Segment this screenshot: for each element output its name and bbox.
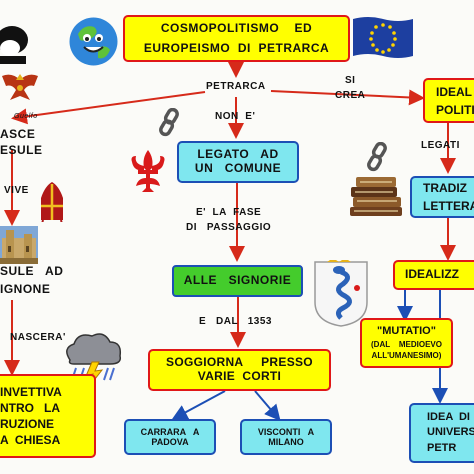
title-line-2: EUROPEISMO DI PETRARCA <box>143 40 330 55</box>
label-e-dal-1353: E DAL 1353 <box>199 316 272 327</box>
carrara-padova-text: CARRARA A PADOVA <box>140 426 200 447</box>
guelph-eagle-crest-icon <box>2 74 38 100</box>
label-e-la-fase: E' LA FASE DI PASSAGGIO <box>186 207 272 233</box>
invettiva-box: INVETTIVA NTRO LA RUZIONE A CHIESA <box>0 374 96 458</box>
idea-universale-box: IDEA DI UNIVERS PETR <box>409 403 474 463</box>
alle-signorie-text: ALLE SIGNORIE <box>183 273 292 288</box>
tradizione-letteraria-text: TRADIZ LETTERA <box>423 181 474 213</box>
ideali-politici-text: IDEAL POLITI <box>436 84 474 117</box>
title-box: COSMOPOLITISMO ED EUROPEISMO DI PETRARCA <box>123 15 350 62</box>
label-nascera: NASCERA' <box>10 332 66 343</box>
portrait-silhouette-icon <box>0 26 28 64</box>
mutatio-subtitle: (DAL MEDIOEVO ALL'UMANESIMO) <box>371 340 442 360</box>
label-nasce: ASCE <box>0 127 36 141</box>
label-esule: ESULE <box>0 143 43 157</box>
chain-link-icon <box>159 108 179 137</box>
label-petrarca: PETRARCA <box>206 81 266 92</box>
visconti-serpent-crest-icon <box>314 260 368 327</box>
label-legati: LEGATI <box>421 140 460 151</box>
label-esule-ad-avignone: SULE AD IGNONE <box>0 264 64 296</box>
eu-flag-icon <box>353 17 413 58</box>
soggiorna-box: SOGGIORNA PRESSO VARIE CORTI <box>148 349 331 391</box>
chain-link-icon <box>367 142 387 172</box>
idealizzazione-box: IDEALIZZ <box>393 260 474 290</box>
guelfo-caption: Guelfo <box>14 113 38 120</box>
mutatio-title: "MUTATIO" <box>377 324 436 337</box>
mitre-icon <box>41 182 63 222</box>
idea-universale-text: IDEA DI UNIVERS PETR <box>427 410 474 454</box>
mutatio-box: "MUTATIO" (DAL MEDIOEVO ALL'UMANESIMO) <box>360 318 453 368</box>
legato-comune-box: LEGATO AD UN COMUNE <box>177 141 299 183</box>
label-si-crea: SI CREA <box>335 75 366 101</box>
visconti-milano-box: VISCONTI A MILANO <box>240 419 332 455</box>
soggiorna-text: SOGGIORNA PRESSO VARIE CORTI <box>166 355 313 383</box>
invettiva-text: INVETTIVA NTRO LA RUZIONE A CHIESA <box>0 384 62 448</box>
title-line-1: COSMOPOLITISMO ED <box>160 20 313 35</box>
legato-comune-text: LEGATO AD UN COMUNE <box>194 147 282 175</box>
alle-signorie-box: ALLE SIGNORIE <box>172 265 303 297</box>
carrara-padova-box: CARRARA A PADOVA <box>124 419 216 455</box>
label-non-e: NON E' <box>215 111 256 122</box>
idealizzazione-text: IDEALIZZ <box>405 267 459 282</box>
smiling-earth-icon <box>69 17 118 66</box>
old-books-icon <box>350 177 402 216</box>
visconti-milano-text: VISCONTI A MILANO <box>257 426 315 447</box>
avignon-palace-icon <box>0 226 38 264</box>
ideali-politici-box: IDEAL POLITI <box>423 78 474 123</box>
tradizione-letteraria-box: TRADIZ LETTERA <box>410 176 474 218</box>
florence-lily-icon <box>131 150 165 192</box>
label-vive: VIVE <box>4 185 29 196</box>
